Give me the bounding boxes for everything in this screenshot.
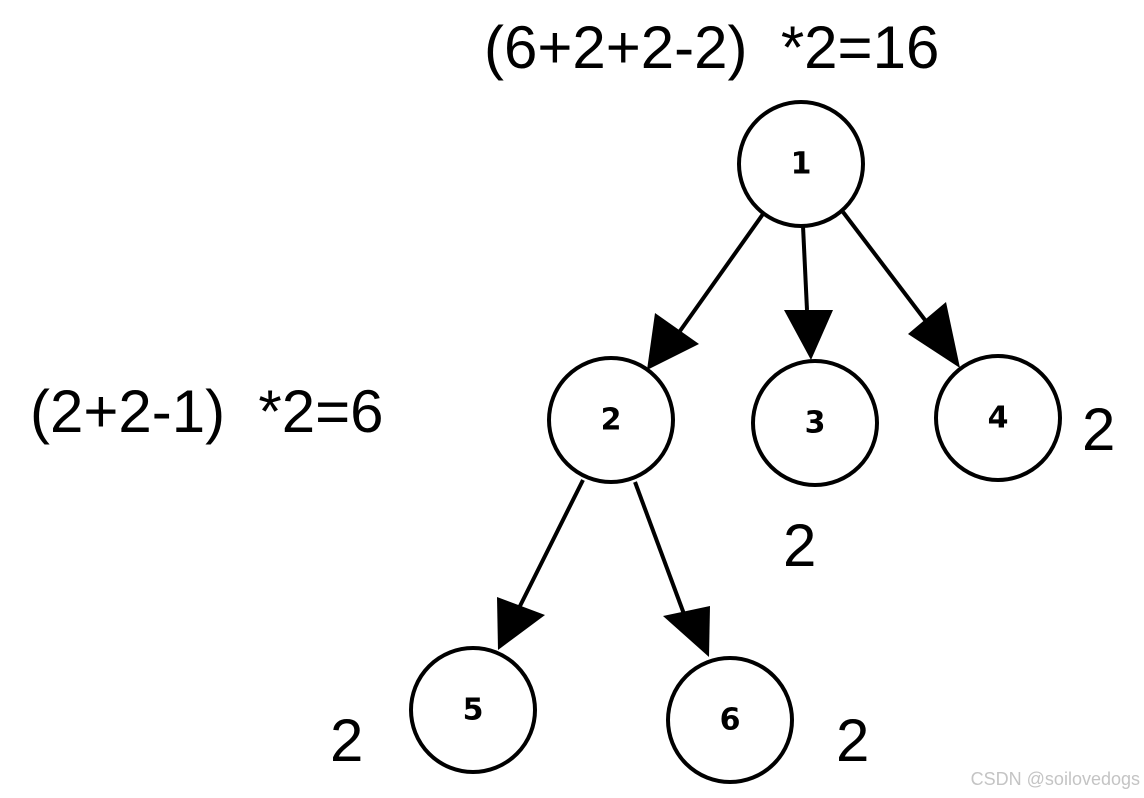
- node-4-circle: [934, 354, 1062, 482]
- node-2-formula: (2+2-1) *2=6: [30, 378, 384, 445]
- node-3: 3: [751, 359, 879, 487]
- node-5: 5: [409, 646, 537, 774]
- edge-2-5: [497, 479, 585, 650]
- watermark-text: CSDN @soilovedogs: [971, 769, 1140, 789]
- edge-1-4-line: [841, 210, 927, 322]
- node-4-value: 2: [1082, 396, 1115, 463]
- node-1: 1: [737, 100, 865, 228]
- node-5-label: 5: [463, 693, 484, 728]
- node-5-value: 2: [330, 707, 363, 774]
- edge-1-2-line: [678, 212, 765, 333]
- edge-1-3-line: [801, 225, 809, 311]
- node-2-circle: [547, 356, 675, 484]
- node-1-circle: [737, 100, 865, 228]
- edge-1-4: [841, 210, 960, 368]
- root-formula: (6+2+2-2) *2=16: [484, 14, 939, 81]
- edge-2-6-line: [633, 481, 686, 615]
- annotations: (6+2+2-2) *2=16 (2+2-1) *2=6 2 2 2 2: [30, 14, 1115, 774]
- node-2: 2: [547, 356, 675, 484]
- node-4-label: 4: [988, 401, 1009, 436]
- node-6-label: 6: [720, 703, 741, 738]
- node-5-circle: [409, 646, 537, 774]
- node-3-value: 2: [783, 512, 816, 579]
- edge-1-2: [647, 212, 765, 370]
- edge-1-4-arrowhead: [908, 302, 960, 368]
- edge-1-3: [784, 225, 833, 360]
- node-4: 4: [934, 354, 1062, 482]
- node-6: 6: [666, 656, 794, 784]
- node-2-label: 2: [601, 403, 622, 438]
- node-6-value: 2: [836, 707, 869, 774]
- edge-2-5-arrowhead: [497, 597, 545, 650]
- edge-2-6-arrowhead: [663, 606, 710, 657]
- node-3-label: 3: [805, 406, 826, 441]
- edge-1-2-arrowhead: [647, 313, 699, 370]
- edge-1-3-arrowhead: [784, 310, 833, 360]
- node-1-label: 1: [791, 147, 812, 182]
- edge-2-6: [633, 481, 710, 657]
- node-6-circle: [666, 656, 794, 784]
- node-3-circle: [751, 359, 879, 487]
- edges: [497, 210, 960, 657]
- edge-2-5-line: [517, 479, 585, 609]
